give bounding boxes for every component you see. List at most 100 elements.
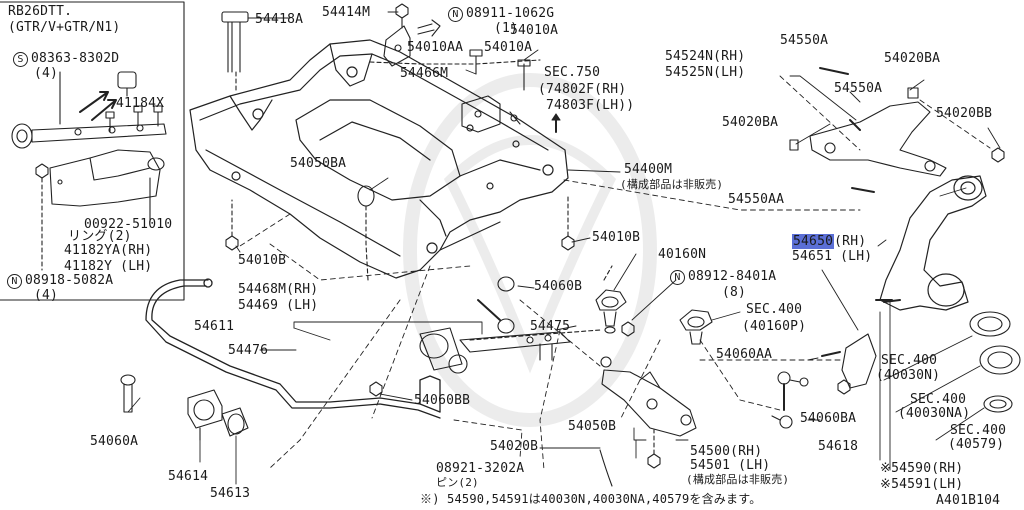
n-mark-icon: N	[7, 274, 22, 289]
part-54020b[interactable]: 54020B	[490, 439, 539, 454]
part-54475[interactable]: 54475	[530, 319, 571, 334]
sec-400-c[interactable]: SEC.400	[910, 392, 967, 407]
part-40160p[interactable]: (40160P)	[742, 319, 807, 334]
part-54469[interactable]: 54469 (LH)	[238, 298, 319, 313]
lower-link-54500	[600, 356, 697, 437]
part-00922-note: リング(2)	[68, 229, 132, 244]
part-40030na[interactable]: (40030NA)	[898, 406, 971, 421]
part-54020bb[interactable]: 54020BB	[936, 106, 993, 121]
part-54611[interactable]: 54611	[194, 319, 235, 334]
part-54468m[interactable]: 54468M(RH)	[238, 282, 319, 297]
part-54060bb[interactable]: 54060BB	[414, 393, 471, 408]
bracket-54418a	[221, 11, 249, 93]
part-08921-note: ピン(2)	[436, 476, 479, 489]
footnote: ※) 54590,54591は40030N,40030NA,40579を含みます…	[420, 492, 762, 506]
part-41182ya[interactable]: 41182YA(RH)	[64, 243, 153, 258]
part-54524n[interactable]: 54524N(RH)	[665, 49, 746, 64]
stabilizer-link-54618	[771, 371, 809, 429]
part-08921-3202a[interactable]: 08921-3202A	[436, 461, 525, 476]
n-mark-icon: N	[448, 7, 463, 22]
part-54400m[interactable]: 54400M	[624, 162, 673, 177]
part-40160n[interactable]: 40160N	[658, 247, 707, 262]
inset-variant-label: (GTR/V+GTR/N1)	[8, 20, 121, 35]
part-54651[interactable]: 54651 (LH)	[792, 249, 873, 264]
sec750-arrow	[551, 113, 561, 133]
bearing-40030n	[969, 311, 1011, 337]
part-54020ba-1[interactable]: 54020BA	[884, 51, 941, 66]
part-08912-qty: (8)	[722, 285, 747, 300]
tension-rod-54468m	[469, 329, 601, 341]
part-54060a[interactable]: 54060A	[90, 434, 139, 449]
bushing-54050ba	[357, 185, 375, 281]
knuckle-54650	[875, 175, 987, 311]
bracket-54414m	[369, 3, 541, 91]
part-54010b-1[interactable]: 54010B	[238, 253, 287, 268]
ball-joint-40160n	[595, 265, 627, 334]
part-54020ba-2[interactable]: 54020BA	[722, 115, 779, 130]
part-54650[interactable]: 54650(RH)	[792, 234, 867, 249]
part-54550a-2[interactable]: 54550A	[834, 81, 883, 96]
part-54550a-1[interactable]: 54550A	[780, 33, 829, 48]
stabilizer-bar-54611	[145, 278, 441, 419]
part-40579[interactable]: (40579)	[948, 437, 1005, 452]
ball-joint-40160p	[679, 309, 713, 345]
n-mark-icon: N	[670, 270, 685, 285]
leader-lines	[127, 11, 1001, 485]
sec-400-d[interactable]: SEC.400	[950, 423, 1007, 438]
inset-detail	[0, 1, 185, 301]
part-54050b[interactable]: 54050B	[568, 419, 617, 434]
part-54525n[interactable]: 54525N(LH)	[665, 65, 746, 80]
part-54500[interactable]: 54500(RH)	[690, 444, 763, 459]
diagram-id: A401B104	[936, 493, 1001, 508]
part-54466m[interactable]: 54466M	[400, 66, 449, 81]
washer-54060b	[497, 276, 515, 292]
part-54500-note: (構成部品は非販売)	[686, 473, 790, 486]
bearing-40030na	[979, 345, 1021, 375]
s-mark-icon: S	[13, 52, 28, 67]
part-54418a[interactable]: 54418A	[255, 12, 304, 27]
nuts-link	[599, 429, 661, 487]
part-08918-qty: (4)	[34, 288, 59, 303]
part-54400m-note: (構成部品は非販売)	[620, 178, 724, 191]
part-54060b[interactable]: 54060B	[534, 279, 583, 294]
part-41182y[interactable]: 41182Y (LH)	[64, 259, 153, 274]
bracket-54466m	[461, 95, 521, 133]
bushing-54613	[221, 407, 249, 437]
part-54591[interactable]: ※54591(LH)	[880, 477, 964, 492]
part-41184x[interactable]: 41184X	[116, 96, 165, 111]
sec-400-b[interactable]: SEC.400	[881, 353, 938, 368]
part-54618[interactable]: 54618	[818, 439, 859, 454]
part-54010a-2[interactable]: 54010A	[484, 40, 533, 55]
dashed-guides	[239, 75, 991, 471]
part-54060aa[interactable]: 54060AA	[716, 347, 773, 362]
sec-750[interactable]: SEC.750	[544, 65, 601, 80]
part-54476[interactable]: 54476	[228, 343, 269, 358]
bracket-54060aa	[821, 333, 877, 395]
inset-model-label: RB26DTT.	[8, 4, 73, 19]
part-54050ba[interactable]: 54050BA	[290, 156, 347, 171]
part-54550aa[interactable]: 54550AA	[728, 192, 785, 207]
part-54010a-1[interactable]: 54010A	[510, 23, 559, 38]
part-54060ba[interactable]: 54060BA	[800, 411, 857, 426]
part-54590[interactable]: ※54590(RH)	[880, 461, 964, 476]
seal-40579	[983, 395, 1013, 413]
part-54501[interactable]: 54501 (LH)	[690, 458, 771, 473]
upper-link-54524n	[789, 67, 1005, 193]
bushing-54476	[419, 327, 571, 374]
part-40030n[interactable]: (40030N)	[876, 368, 941, 383]
part-54614[interactable]: 54614	[168, 469, 209, 484]
part-00922-51010[interactable]: 00922-51010	[84, 217, 173, 232]
part-08363-qty: (4)	[34, 66, 59, 81]
part-74803f[interactable]: 74803F(LH))	[546, 98, 635, 113]
part-54010aa[interactable]: 54010AA	[407, 40, 464, 55]
part-54613[interactable]: 54613	[210, 486, 251, 501]
part-54010b-2[interactable]: 54010B	[592, 230, 641, 245]
part-54414m[interactable]: 54414M	[322, 5, 371, 20]
sec-400-a[interactable]: SEC.400	[746, 302, 803, 317]
part-74802f[interactable]: (74802F(RH)	[538, 82, 627, 97]
